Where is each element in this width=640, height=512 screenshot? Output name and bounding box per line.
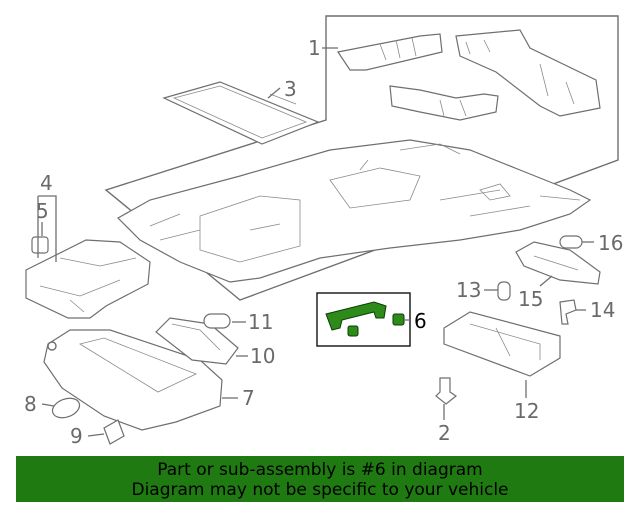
callout-13: 13 (456, 278, 481, 302)
callout-4: 4 (40, 171, 53, 195)
callout-12: 12 (514, 399, 539, 423)
lamp-housing (155, 317, 239, 365)
lens-part-15 (515, 241, 601, 285)
sun-visor (43, 329, 223, 431)
callout-8: 8 (24, 392, 37, 416)
headliner-assembly (104, 15, 619, 301)
callout-labels: 1 3 4 5 11 10 7 8 9 2 12 13 14 15 16 6 (24, 36, 623, 448)
notice-banner: Part or sub-assembly is #6 in diagram Di… (16, 456, 624, 502)
callout-1: 1 (308, 36, 321, 60)
callout-3: 3 (284, 77, 297, 101)
callout-2: 2 (438, 421, 451, 445)
bulb-part-5 (31, 236, 49, 254)
map-lamp (443, 311, 561, 377)
overhead-console (25, 239, 151, 319)
callout-9: 9 (70, 424, 83, 448)
bulb-part-11 (203, 313, 231, 329)
callout-11: 11 (248, 310, 273, 334)
bulb-part-13 (497, 281, 511, 301)
leader-lines (37, 47, 594, 437)
visor-ring (51, 397, 81, 419)
callout-15: 15 (518, 287, 543, 311)
visor-clip (103, 419, 125, 445)
callout-5: 5 (36, 199, 49, 223)
bulb-part-16 (559, 235, 583, 249)
banner-line-1: Part or sub-assembly is #6 in diagram (157, 460, 483, 480)
callout-6: 6 (414, 309, 427, 333)
banner-line-2: Diagram may not be specific to your vehi… (131, 480, 509, 500)
clip-part-14 (559, 299, 577, 325)
clip-part-2 (435, 377, 458, 405)
callout-16: 16 (598, 231, 623, 255)
callout-7: 7 (242, 386, 255, 410)
assist-grip-part-6[interactable] (316, 292, 411, 347)
parts-diagram: 1 3 4 5 11 10 7 8 9 2 12 13 14 15 16 6 (24, 15, 623, 448)
callout-14: 14 (590, 298, 615, 322)
sunshade-panel (162, 81, 320, 145)
callout-10: 10 (250, 344, 275, 368)
